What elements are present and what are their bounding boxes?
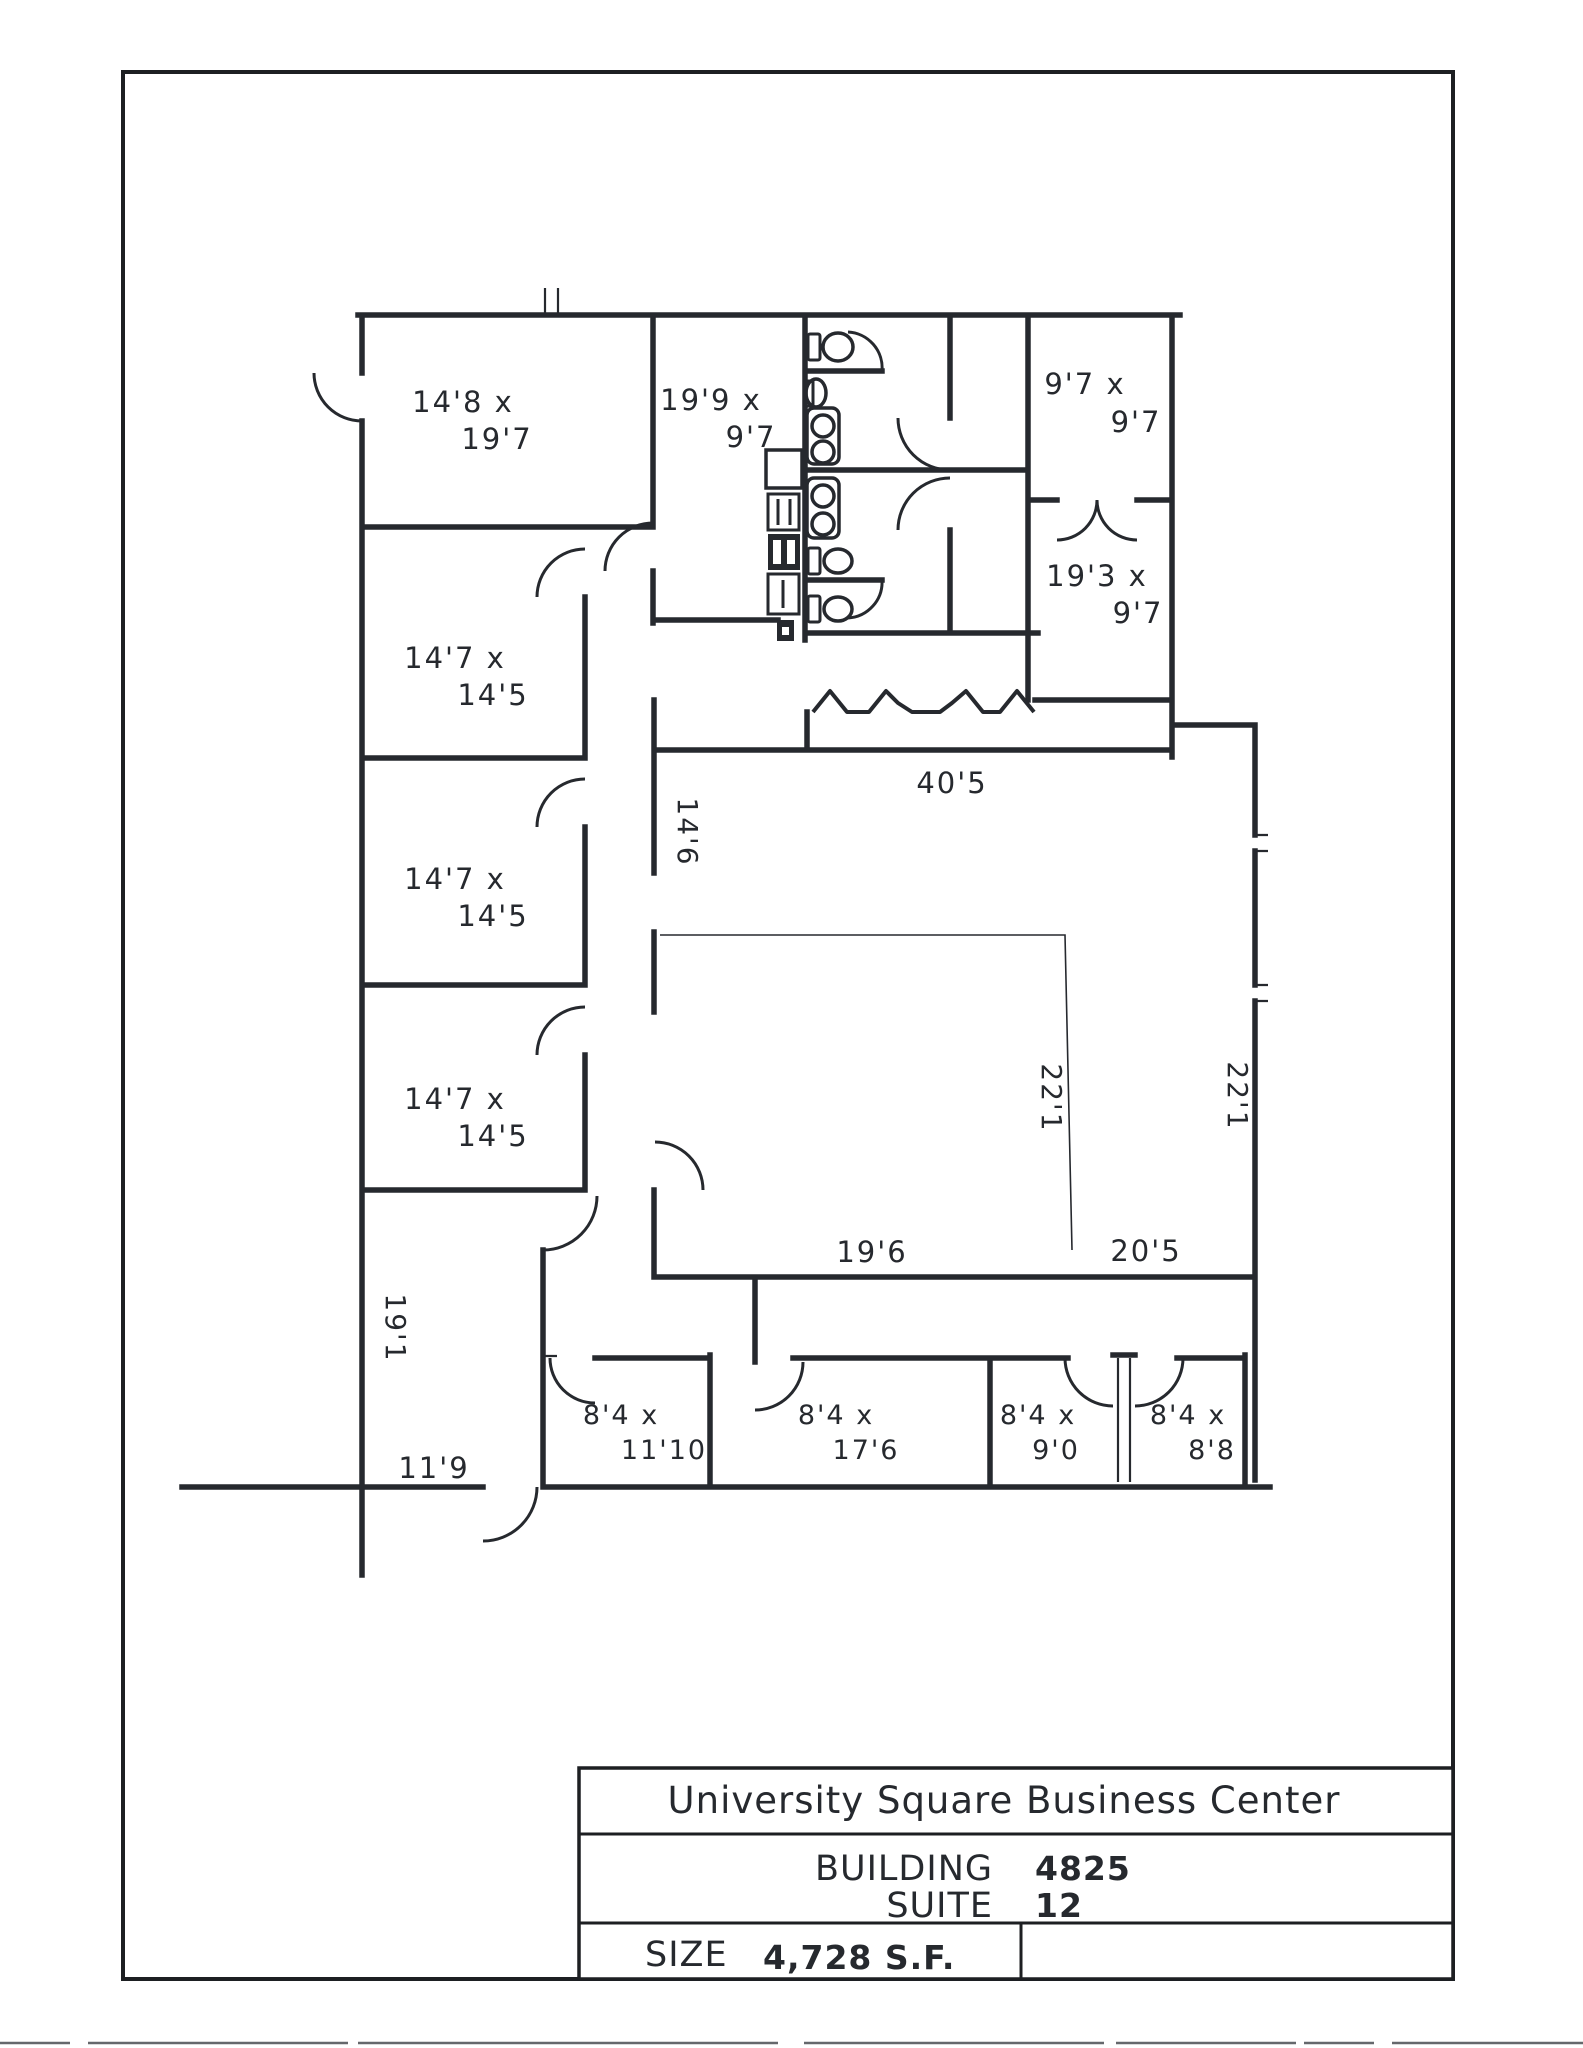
kitchen-counter-icon — [764, 448, 804, 616]
door-arcs-layer — [312, 330, 1185, 1543]
walls-layer — [179, 288, 1273, 1578]
room-dim-label: 8'4 x — [1000, 1400, 1076, 1431]
title-block-title: University Square Business Center — [668, 1779, 1341, 1822]
building-value: 4825 — [1035, 1849, 1131, 1888]
open-area-dim-label: 22'1 — [1221, 1061, 1254, 1130]
room-dim-label: 14'7 x — [404, 862, 506, 896]
room-dim-label: 14'8 x — [412, 385, 514, 419]
door-arc-icons — [312, 330, 1185, 1543]
toilet-icon — [806, 331, 855, 363]
wall-dim-label: 14'6 — [671, 797, 704, 866]
suite-value: 12 — [1035, 1886, 1083, 1925]
room-dim-label: 14'5 — [457, 1119, 528, 1153]
wall-ticks — [543, 288, 1268, 1482]
entry-dim-label: 11'9 — [398, 1451, 469, 1485]
suite-label: SUITE — [886, 1886, 993, 1926]
room-dim-label: 9'7 — [1111, 405, 1162, 439]
title-block: University Square Business Center BUILDI… — [577, 1766, 1455, 1981]
size-value: 4,728 S.F. — [763, 1938, 955, 1977]
open-area-dim-label: 19'6 — [836, 1235, 907, 1269]
room-dim-label: 17'6 — [833, 1435, 900, 1466]
room-dim-label: 8'8 — [1188, 1435, 1236, 1466]
open-area-dim-label: 22'1 — [1035, 1063, 1068, 1132]
room-dim-label: 8'4 x — [583, 1400, 659, 1431]
dimension-labels-layer: 14'8 x 19'7 19'9 x 9'7 9'7 x 9'7 19'3 x … — [379, 367, 1254, 1485]
room-dim-label: 14'5 — [457, 899, 528, 933]
title-block-dividers — [579, 1832, 1453, 1979]
room-dim-label: 19'3 x — [1046, 559, 1148, 593]
interior-walls — [179, 312, 1273, 1578]
room-dim-label: 14'7 x — [404, 641, 506, 675]
accordion-partition-icon — [811, 689, 1036, 714]
door-threshold-icon — [777, 620, 794, 641]
room-dim-label: 8'4 x — [1150, 1400, 1226, 1431]
room-dim-label: 14'7 x — [404, 1082, 506, 1116]
room-dim-label: 8'4 x — [798, 1400, 874, 1431]
room-dim-label: 11'10 — [621, 1435, 707, 1466]
fixtures-layer — [764, 331, 855, 641]
room-dim-label: 9'7 — [1113, 596, 1164, 630]
room-dim-label: 9'0 — [1032, 1435, 1080, 1466]
toilet-icon — [806, 594, 854, 624]
corridor-dim-label: 40'5 — [916, 766, 987, 800]
room-dim-label: 14'5 — [457, 678, 528, 712]
open-area-dim-label: 20'5 — [1110, 1234, 1181, 1268]
room-dim-label: 19'9 x — [660, 383, 762, 417]
size-label: SIZE — [645, 1935, 728, 1975]
title-block-frame — [577, 1766, 1455, 1981]
room-dim-label: 9'7 — [726, 420, 777, 454]
entry-dim-label: 19'1 — [379, 1293, 412, 1362]
toilet-icon — [806, 546, 854, 576]
room-dim-label: 9'7 x — [1044, 367, 1125, 401]
building-label: BUILDING — [815, 1849, 993, 1889]
room-dim-label: 19'7 — [461, 422, 532, 456]
wall-sink-icon — [804, 377, 828, 409]
sink-counter-icon — [805, 406, 841, 540]
open-area-boundary-line — [660, 934, 1073, 1251]
